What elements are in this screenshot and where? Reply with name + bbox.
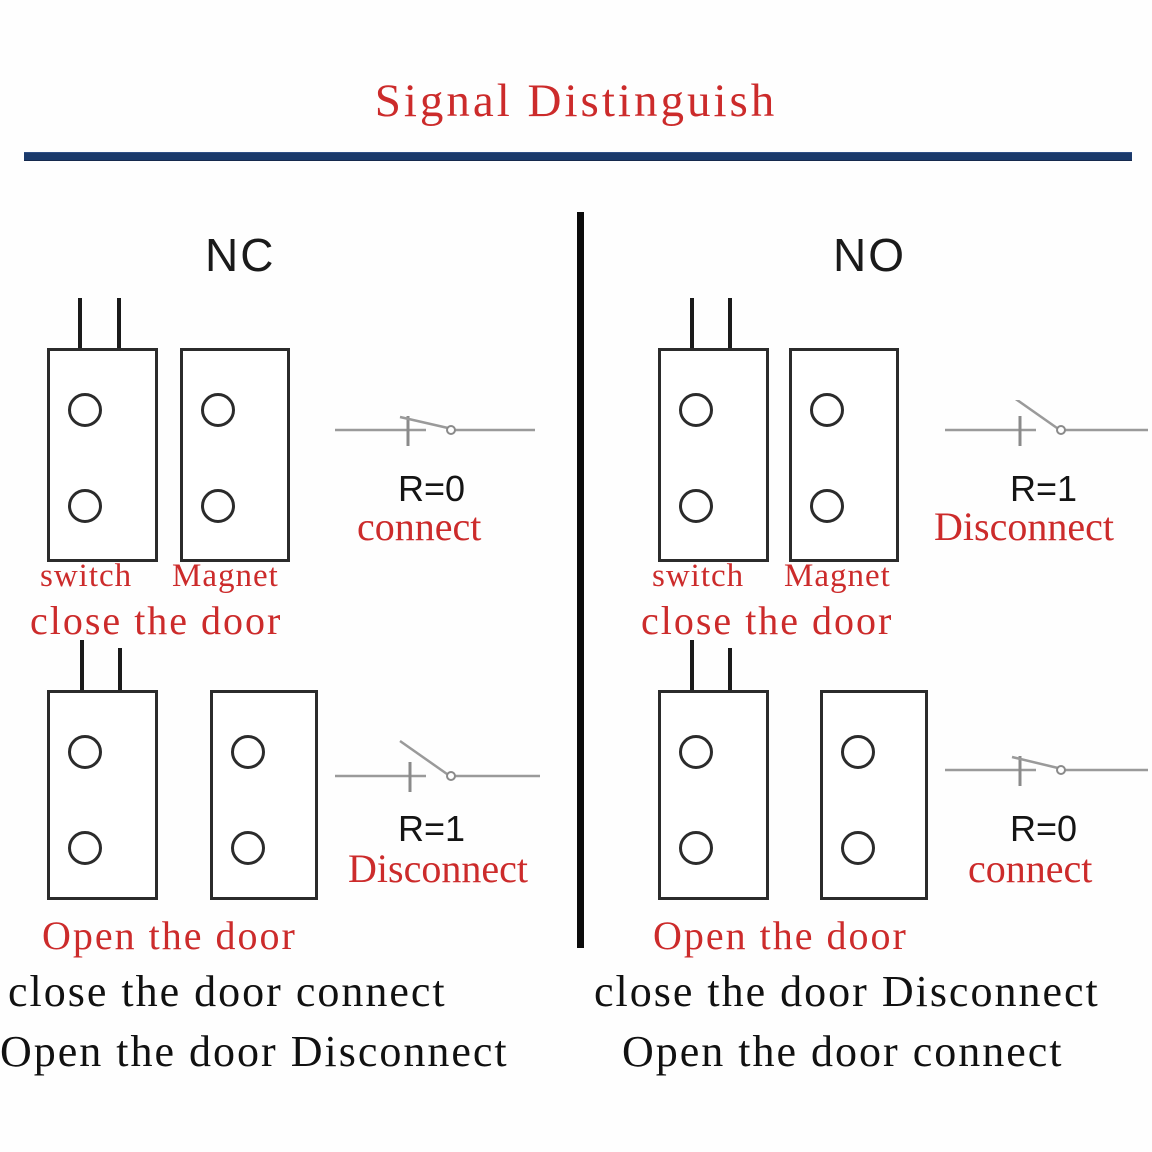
switch-hole-bottom bbox=[679, 831, 713, 865]
magnet-body bbox=[820, 690, 928, 900]
switch-wire-right bbox=[118, 648, 122, 692]
switch-hole-top bbox=[679, 735, 713, 769]
magnet-hole-top bbox=[231, 735, 265, 769]
resistance-no-open: R=0 bbox=[1010, 808, 1078, 849]
section-divider bbox=[577, 212, 584, 948]
resistance-nc-closed: R=0 bbox=[398, 468, 466, 509]
summary-no-line-2: Open the door connect bbox=[622, 1027, 1064, 1076]
magnet-hole-bottom bbox=[201, 489, 235, 523]
switch-wire-left bbox=[78, 298, 82, 350]
magnet-body bbox=[789, 348, 899, 562]
switch-hole-bottom bbox=[68, 489, 102, 523]
summary-nc-line-1: close the door connect bbox=[8, 967, 447, 1016]
page-title: Signal Distinguish bbox=[374, 75, 778, 127]
label-switch: switch bbox=[652, 558, 745, 594]
label-door-state-nc-closed: close the door bbox=[30, 598, 283, 643]
section-heading-no: NO bbox=[833, 229, 906, 281]
switch-wire-right bbox=[728, 298, 732, 350]
state-no-closed: Disconnect bbox=[934, 504, 1114, 549]
state-nc-open: Disconnect bbox=[348, 846, 528, 891]
switch-wire-left bbox=[80, 640, 84, 692]
magnet-hole-bottom bbox=[810, 489, 844, 523]
label-switch: switch bbox=[40, 558, 133, 594]
switch-body bbox=[47, 348, 158, 562]
label-door-state-no-closed: close the door bbox=[641, 598, 894, 643]
switch-hole-bottom bbox=[679, 489, 713, 523]
title-divider bbox=[24, 152, 1132, 161]
symbol-switch-open-nc bbox=[335, 739, 540, 792]
switch-hole-bottom bbox=[68, 831, 102, 865]
magnet-hole-bottom bbox=[231, 831, 265, 865]
switch-hole-top bbox=[68, 393, 102, 427]
switch-hole-top bbox=[679, 393, 713, 427]
switch-hole-top bbox=[68, 735, 102, 769]
switch-body bbox=[658, 690, 769, 900]
state-no-open: connect bbox=[968, 846, 1093, 891]
section-heading-nc: NC bbox=[205, 229, 276, 281]
magnet-hole-bottom bbox=[841, 831, 875, 865]
resistance-nc-open: R=1 bbox=[398, 808, 466, 849]
label-door-state-no-open: Open the door bbox=[653, 913, 908, 958]
summary-no-line-1: close the door Disconnect bbox=[594, 967, 1100, 1016]
state-nc-closed: connect bbox=[357, 504, 482, 549]
magnet-body bbox=[210, 690, 318, 900]
summary-nc-line-2: Open the door Disconnect bbox=[0, 1027, 509, 1076]
symbol-switch-open-no bbox=[945, 400, 1148, 446]
switch-wire-right bbox=[117, 298, 121, 350]
label-magnet: Magnet bbox=[784, 558, 891, 594]
switch-body bbox=[47, 690, 158, 900]
label-magnet: Magnet bbox=[172, 558, 279, 594]
magnet-body bbox=[180, 348, 290, 562]
magnet-hole-top bbox=[841, 735, 875, 769]
switch-wire-left bbox=[690, 298, 694, 350]
switch-wire-left bbox=[690, 640, 694, 692]
switch-body bbox=[658, 348, 769, 562]
magnet-hole-top bbox=[201, 393, 235, 427]
magnet-hole-top bbox=[810, 393, 844, 427]
resistance-no-closed: R=1 bbox=[1010, 468, 1078, 509]
symbol-switch-closed-no bbox=[945, 755, 1148, 786]
label-door-state-nc-open: Open the door bbox=[42, 913, 297, 958]
switch-wire-right bbox=[728, 648, 732, 692]
symbol-switch-closed-nc bbox=[335, 415, 535, 446]
